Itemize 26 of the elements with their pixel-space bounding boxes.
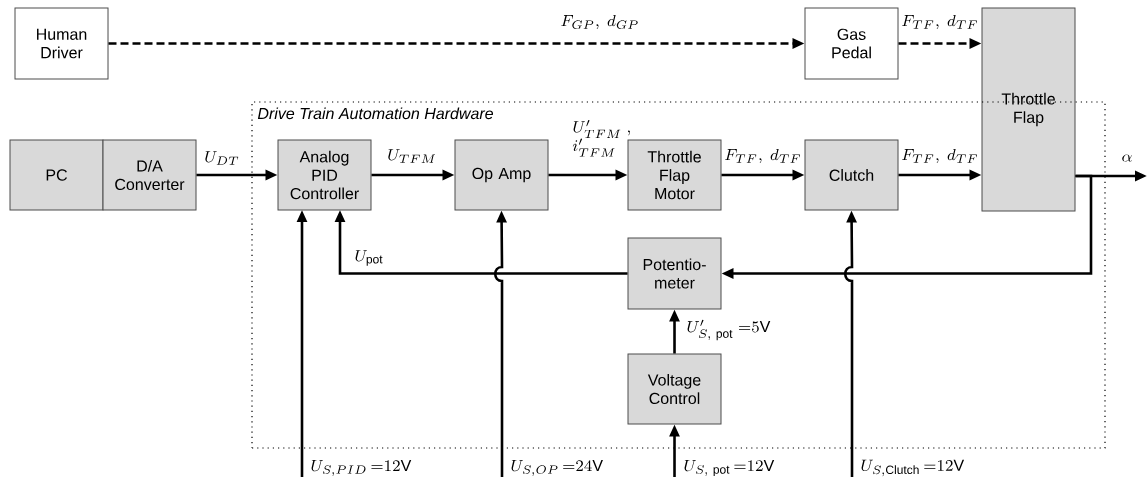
edge-label: $F_{GP},\ d_{GP}$ bbox=[561, 14, 638, 30]
block-box: Human Driver bbox=[14, 7, 109, 80]
block-box: Throttle Flap bbox=[981, 7, 1076, 212]
edge-label: $U_{S,OP}\,{=}24\mathrm{V}$ bbox=[511, 460, 603, 476]
block-box: Op Amp bbox=[454, 139, 549, 211]
block-box: Voltage Control bbox=[627, 353, 722, 425]
edge-label: $U_{S,PID}\,{=}12\mathrm{V}$ bbox=[311, 460, 412, 476]
edge-label: $U_{S,\mathrm{Clutch}}\,{=}12\mathrm{V}$ bbox=[861, 459, 965, 477]
block-box: PC bbox=[9, 139, 104, 211]
edge-label: $F_{TF},\ d_{TF}$ bbox=[725, 148, 800, 164]
edge-label: $U_{TFM}$ bbox=[388, 149, 435, 163]
edge-label: $\begin{array}{l}U'_{TFM}\ ,\\ i'_{TFM}\end{array}$ bbox=[572, 119, 630, 157]
block-box: Analog PID Controller bbox=[277, 139, 372, 211]
edge-label: $F_{TF},\ d_{TF}$ bbox=[902, 14, 977, 30]
block-box: D/A Converter bbox=[102, 139, 197, 211]
edge-label: $U_{DT}$ bbox=[205, 151, 239, 165]
block-box: Potentio- meter bbox=[627, 237, 722, 310]
block-box: Clutch bbox=[804, 139, 899, 211]
edge-label: $U'_{S,\ \mathrm{pot}}\ {=}5\mathrm{V}$ bbox=[687, 319, 771, 341]
edge-label: $F_{TF},\ d_{TF}$ bbox=[902, 148, 977, 164]
block-box: Throttle Flap Motor bbox=[627, 139, 722, 211]
edge-label: $U_{S,\ \mathrm{pot}}\,{=}12\mathrm{V}$ bbox=[684, 459, 775, 477]
block-box: Gas Pedal bbox=[804, 7, 899, 80]
edge-label: $\alpha$ bbox=[1122, 154, 1132, 162]
group-title: Drive Train Automation Hardware bbox=[257, 107, 493, 120]
edge-label: $U_{\mathrm{pot}}$ bbox=[355, 250, 383, 266]
